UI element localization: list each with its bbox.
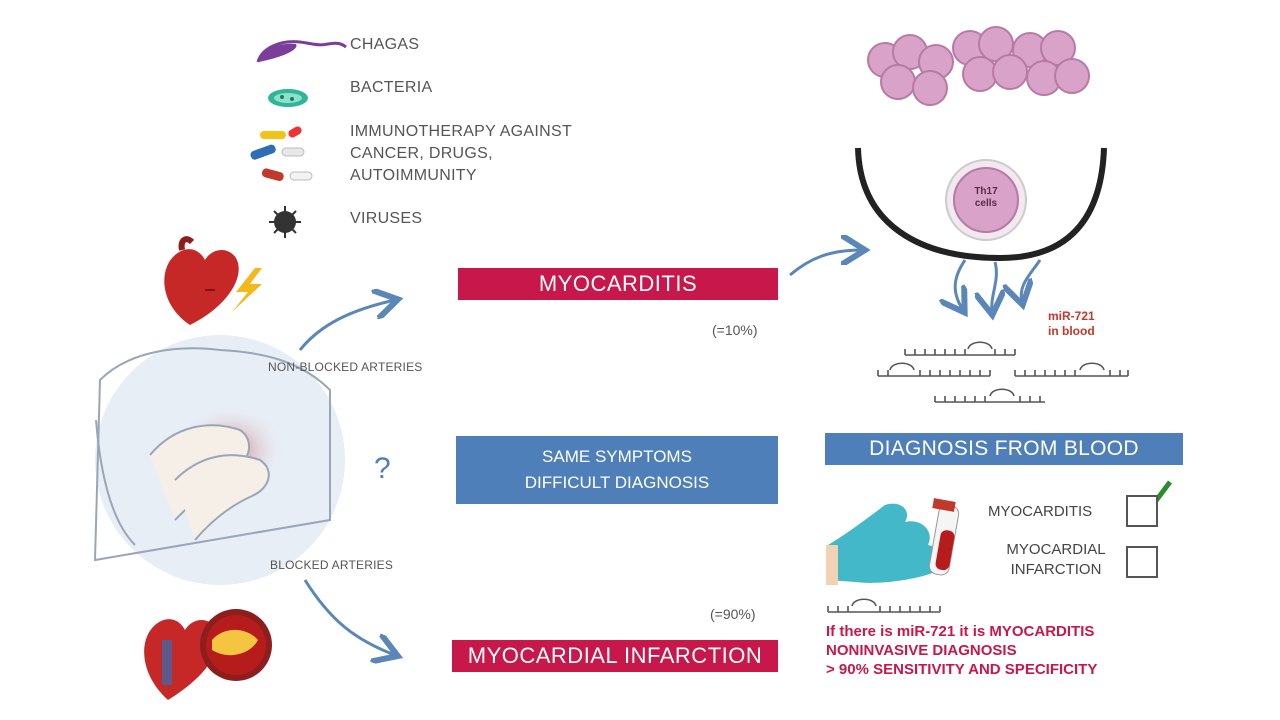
option-infarction-line2: INFARCTION: [1010, 561, 1102, 578]
cause-label-viruses: VIRUSES: [350, 210, 423, 227]
same-symptoms-box: SAME SYMPTOMS DIFFICULT DIAGNOSIS: [456, 436, 778, 504]
cell-cluster: [867, 26, 1090, 106]
heart-blocked-artery-icon: [144, 609, 272, 700]
myocarditis-checkbox: [1126, 495, 1158, 527]
myocarditis-box: MYOCARDITIS: [458, 268, 778, 300]
mirna-label: miR-721 in blood: [1048, 309, 1095, 339]
blocked-arteries-label: BLOCKED ARTERIES: [270, 558, 394, 572]
th17-line2: cells: [974, 198, 998, 209]
cause-label-chagas: CHAGAS: [350, 36, 420, 53]
mirna-line2: in blood: [1048, 324, 1095, 338]
conclusion-line1: If there is miR-721 it is MYOCARDITIS: [826, 623, 1095, 640]
infarction-checkbox: [1126, 546, 1158, 578]
diagnosis-from-blood-box: DIAGNOSIS FROM BLOOD: [825, 433, 1183, 465]
arrow-to-myocarditis: [298, 300, 395, 351]
virus-icon: [269, 206, 301, 238]
arrow-to-cells: [789, 250, 862, 277]
cause-label-bacteria: BACTERIA: [350, 79, 433, 96]
conclusion-line3: > 90% SENSITIVITY AND SPECIFICITY: [826, 661, 1098, 678]
th17-cells-label: Th17 cells: [956, 186, 1016, 210]
same-symptoms-line1: SAME SYMPTOMS: [542, 447, 692, 466]
arrow-to-infarction: [303, 579, 395, 655]
conclusion-line2: NONINVASIVE DIAGNOSIS: [826, 642, 1017, 659]
myocardial-infarction-label: MYOCARDIAL INFARCTION: [467, 643, 763, 668]
myocarditis-percent: (=10%): [712, 322, 758, 338]
myocardial-infarction-box: MYOCARDIAL INFARCTION: [452, 640, 778, 672]
vessel-arc: [855, 147, 1107, 262]
bacteria-icon: [268, 89, 308, 107]
th17-cell: [945, 159, 1027, 241]
heart-lightning-icon: [164, 236, 262, 325]
same-symptoms-line2: DIFFICULT DIAGNOSIS: [524, 473, 710, 492]
non-blocked-arteries-label: NON-BLOCKED ARTERIES: [268, 360, 423, 374]
cause-label-immunotherapy: IMMUNOTHERAPY AGAINST CANCER, DRUGS, AUT…: [350, 123, 573, 184]
release-arrows: [955, 259, 1042, 312]
option-myocarditis-label: MYOCARDITIS: [988, 503, 1093, 520]
infarction-percent: (=90%): [710, 606, 756, 622]
gloved-hand-tube-icon: [826, 498, 960, 585]
question-mark: ?: [374, 452, 391, 485]
patient-illustration: [93, 335, 345, 585]
myocarditis-label: MYOCARDITIS: [538, 271, 698, 296]
pills-icon: [250, 126, 313, 182]
th17-line1: Th17: [974, 186, 998, 197]
mirna-line1: miR-721: [1048, 309, 1095, 323]
diagnosis-title: DIAGNOSIS FROM BLOOD: [869, 437, 1139, 460]
option-infarction-label: MYOCARDIAL INFARCTION: [1000, 540, 1112, 580]
parasite-icon: [256, 40, 347, 63]
mirna-strands: [827, 341, 1129, 613]
conclusion-text: If there is miR-721 it is MYOCARDITIS NO…: [826, 622, 1097, 679]
option-infarction-line1: MYOCARDIAL: [1006, 541, 1106, 558]
